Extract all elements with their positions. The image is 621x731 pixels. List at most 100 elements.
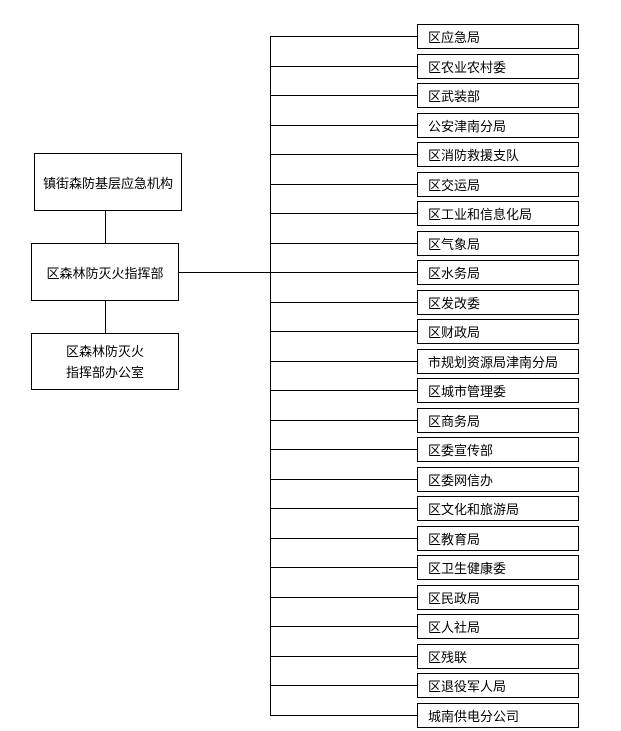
org-row: 区工业和信息化局 xyxy=(270,201,579,226)
connector-line xyxy=(270,478,417,480)
org-node-label: 区气象局 xyxy=(428,236,481,252)
connector-line xyxy=(270,537,417,539)
connector-line xyxy=(270,331,417,332)
connector-line xyxy=(105,301,106,333)
org-node-box: 区教育局 xyxy=(417,525,579,551)
org-row: 区人社局 xyxy=(270,614,579,639)
connector-trunk-line xyxy=(270,36,271,715)
org-node-label: 区人社局 xyxy=(428,620,481,635)
org-node-box: 区农业农村委 xyxy=(417,53,579,79)
org-node-box: 区退役军人局 xyxy=(417,673,579,698)
org-node-label: 区水务局 xyxy=(428,266,481,281)
connector-line xyxy=(270,419,417,421)
org-node-box: 区水务局 xyxy=(417,260,579,285)
org-node-box: 公安津南分局 xyxy=(417,112,579,138)
org-node-box: 区发改委 xyxy=(417,289,579,315)
org-node-label: 区委网信办 xyxy=(428,472,494,488)
org-node-label: 区城市管理委 xyxy=(428,384,507,399)
org-node-label: 区发改委 xyxy=(428,295,481,311)
org-row: 区农业农村委 xyxy=(270,53,579,79)
connector-line xyxy=(179,272,270,273)
org-row: 公安津南分局 xyxy=(270,112,579,138)
org-node-town-street-agency: 镇街森防基层应急机构 xyxy=(34,153,182,211)
org-node-command-headquarters: 区森林防灭火指挥部 xyxy=(31,243,179,301)
org-node-label: 区财政局 xyxy=(428,325,481,340)
org-node-box: 区人社局 xyxy=(417,614,579,639)
org-node-headquarters-office: 区森林防灭火 指挥部办公室 xyxy=(31,333,179,390)
org-row: 区城市管理委 xyxy=(270,378,579,403)
org-node-label: 区商务局 xyxy=(428,413,481,429)
org-row: 区发改委 xyxy=(270,289,579,315)
org-node-box: 区商务局 xyxy=(417,407,579,433)
connector-line xyxy=(270,685,417,686)
org-node-box: 区武装部 xyxy=(417,83,579,108)
org-row: 市规划资源局津南分局 xyxy=(270,348,579,374)
org-node-label: 市规划资源局津南分局 xyxy=(428,354,559,370)
org-row: 区退役军人局 xyxy=(270,673,579,698)
org-node-box: 区民政局 xyxy=(417,584,579,610)
org-row: 区委网信办 xyxy=(270,466,579,492)
connector-line xyxy=(270,36,417,37)
connector-line xyxy=(270,124,417,126)
connector-line xyxy=(270,596,417,598)
org-node-label: 区卫生健康委 xyxy=(428,561,507,576)
connector-line xyxy=(270,65,417,67)
org-node-label: 区消防救援支队 xyxy=(428,148,520,163)
org-node-label: 区文化和旅游局 xyxy=(428,502,520,517)
connector-line xyxy=(270,655,417,657)
org-node-box: 区委网信办 xyxy=(417,466,579,492)
org-row: 区水务局 xyxy=(270,260,579,285)
org-node-label: 区民政局 xyxy=(428,590,481,606)
org-node-box: 市规划资源局津南分局 xyxy=(417,348,579,374)
org-row: 区武装部 xyxy=(270,83,579,108)
org-node-label: 区退役军人局 xyxy=(428,679,507,694)
org-node-label: 区应急局 xyxy=(428,30,481,45)
org-node-label: 区森林防灭火指挥部 xyxy=(46,265,164,281)
org-node-label: 镇街森防基层应急机构 xyxy=(42,175,173,191)
connector-line xyxy=(270,390,417,391)
org-node-box: 城南供电分公司 xyxy=(417,702,579,728)
org-node-label: 区武装部 xyxy=(428,89,481,104)
org-node-label: 城南供电分公司 xyxy=(428,708,520,724)
connector-line xyxy=(270,360,417,362)
org-node-box: 区财政局 xyxy=(417,319,579,344)
org-row: 区教育局 xyxy=(270,525,579,551)
org-node-box: 区工业和信息化局 xyxy=(417,201,579,226)
org-row: 区文化和旅游局 xyxy=(270,496,579,521)
org-node-box: 区交运局 xyxy=(417,171,579,197)
org-row: 区气象局 xyxy=(270,230,579,256)
connector-line xyxy=(270,567,417,568)
org-node-box: 区消防救援支队 xyxy=(417,142,579,167)
connector-line xyxy=(270,508,417,509)
connector-line xyxy=(270,301,417,303)
org-node-box: 区文化和旅游局 xyxy=(417,496,579,521)
org-node-label-line2: 指挥部办公室 xyxy=(65,364,144,380)
org-node-box: 区城市管理委 xyxy=(417,378,579,403)
connector-line xyxy=(270,183,417,185)
org-node-box: 区卫生健康委 xyxy=(417,555,579,580)
org-node-box: 区气象局 xyxy=(417,230,579,256)
org-node-box: 区残联 xyxy=(417,643,579,669)
org-node-label: 区农业农村委 xyxy=(428,59,507,75)
org-node-label: 区交运局 xyxy=(428,177,481,193)
connector-line xyxy=(270,626,417,627)
connector-line xyxy=(270,95,417,96)
org-row: 区应急局 xyxy=(270,24,579,49)
org-row: 城南供电分公司 xyxy=(270,702,579,728)
org-node-label: 公安津南分局 xyxy=(428,118,507,134)
org-node-label-line1: 区森林防灭火 xyxy=(65,343,144,359)
connector-line xyxy=(270,242,417,244)
org-row: 区民政局 xyxy=(270,584,579,610)
org-row: 区消防救援支队 xyxy=(270,142,579,167)
connector-line xyxy=(270,213,417,214)
org-row: 区交运局 xyxy=(270,171,579,197)
connector-line xyxy=(270,272,417,273)
connector-line xyxy=(105,211,106,243)
org-node-box: 区应急局 xyxy=(417,24,579,49)
org-node-label: 区残联 xyxy=(428,649,468,665)
org-row: 区残联 xyxy=(270,643,579,669)
org-row: 区商务局 xyxy=(270,407,579,433)
org-node-label: 区委宣传部 xyxy=(428,443,494,458)
connector-line xyxy=(270,449,417,450)
